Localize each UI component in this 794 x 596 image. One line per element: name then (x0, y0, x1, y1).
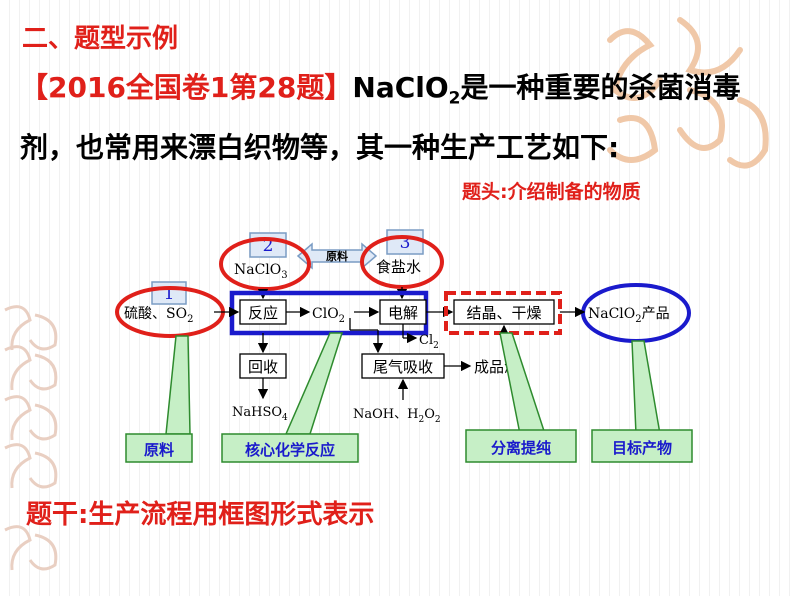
electrolysis-text: 电解 (388, 304, 418, 322)
seal-watermark-4 (4, 443, 58, 489)
callout-target-product: 目标产物 (591, 429, 693, 463)
cl2-text: Cl2 (419, 333, 439, 351)
reaction-box (239, 299, 287, 325)
step-number-box-1: 1 (151, 281, 187, 305)
seal-watermark-3 (4, 395, 58, 441)
callout-raw-material-text: 原料 (144, 441, 174, 459)
note-stem-annotation: 题干:生产流程用框图形式表示 (26, 500, 375, 530)
tail-gas-box (361, 353, 445, 379)
formula-sub: 2 (448, 88, 461, 109)
callout-pointer-product (631, 340, 661, 435)
start-materials-text: 硫酸、SO2 (124, 306, 193, 325)
step-number-2: 2 (263, 236, 274, 256)
seal-watermark-1 (4, 305, 58, 351)
formula-main: NaClO (352, 71, 449, 104)
salt-water-text: 食盐水 (376, 258, 421, 276)
callout-separation: 分离提纯 (465, 429, 577, 463)
callout-pointer-separation (499, 332, 547, 435)
step-number-3: 3 (400, 233, 411, 253)
callout-target-product-text: 目标产物 (612, 439, 672, 457)
intro-line-2: 剂，也常用来漂白织物等，其一种生产工艺如下: (20, 131, 620, 164)
crystallize-text: 结晶、干燥 (466, 304, 541, 322)
recycle-text: 回收 (248, 358, 278, 376)
raw-material-label: 原料 (326, 249, 348, 263)
callout-core-reaction-text: 核心化学反应 (245, 441, 335, 459)
note-header-annotation: 题头:介绍制备的物质 (462, 181, 641, 203)
recycle-box (239, 353, 287, 379)
step-number-1: 1 (164, 284, 175, 304)
intro-line-1: 【2016全国卷1第28题】NaClO2是一种重要的杀菌消毒 (20, 66, 741, 109)
seal-watermark-2 (4, 345, 58, 391)
callout-raw-material: 原料 (125, 433, 193, 463)
naoh-h2o2-text: NaOH、H2O2 (353, 407, 441, 425)
reaction-text: 反应 (248, 304, 278, 322)
nahso4-text: NaHSO4 (232, 405, 288, 423)
callout-pointer-reaction (284, 332, 344, 435)
electrolysis-box (379, 299, 427, 325)
tail-gas-text: 尾气吸收 (373, 358, 433, 376)
clo2-text: ClO2 (312, 306, 345, 325)
crystallize-box (453, 299, 555, 325)
intro-line-1-rest: 是一种重要的杀菌消毒 (460, 71, 741, 104)
step-number-box-3: 3 (386, 229, 424, 255)
naclo3-text: NaClO3 (234, 262, 288, 281)
seal-watermark-5 (4, 525, 58, 571)
raw-material-double-arrow: 原料 (296, 242, 378, 270)
callout-separation-text: 分离提纯 (491, 439, 551, 457)
callout-core-reaction: 核心化学反应 (221, 433, 359, 463)
step-number-box-2: 2 (249, 232, 287, 258)
section-heading: 二、题型示例 (22, 24, 179, 54)
callout-pointer-raw (165, 335, 191, 435)
exam-reference: 【2016全国卷1第28题】 (20, 71, 353, 104)
seal-watermark-large (607, 17, 769, 169)
product-text: NaClO2产品 (588, 306, 670, 325)
